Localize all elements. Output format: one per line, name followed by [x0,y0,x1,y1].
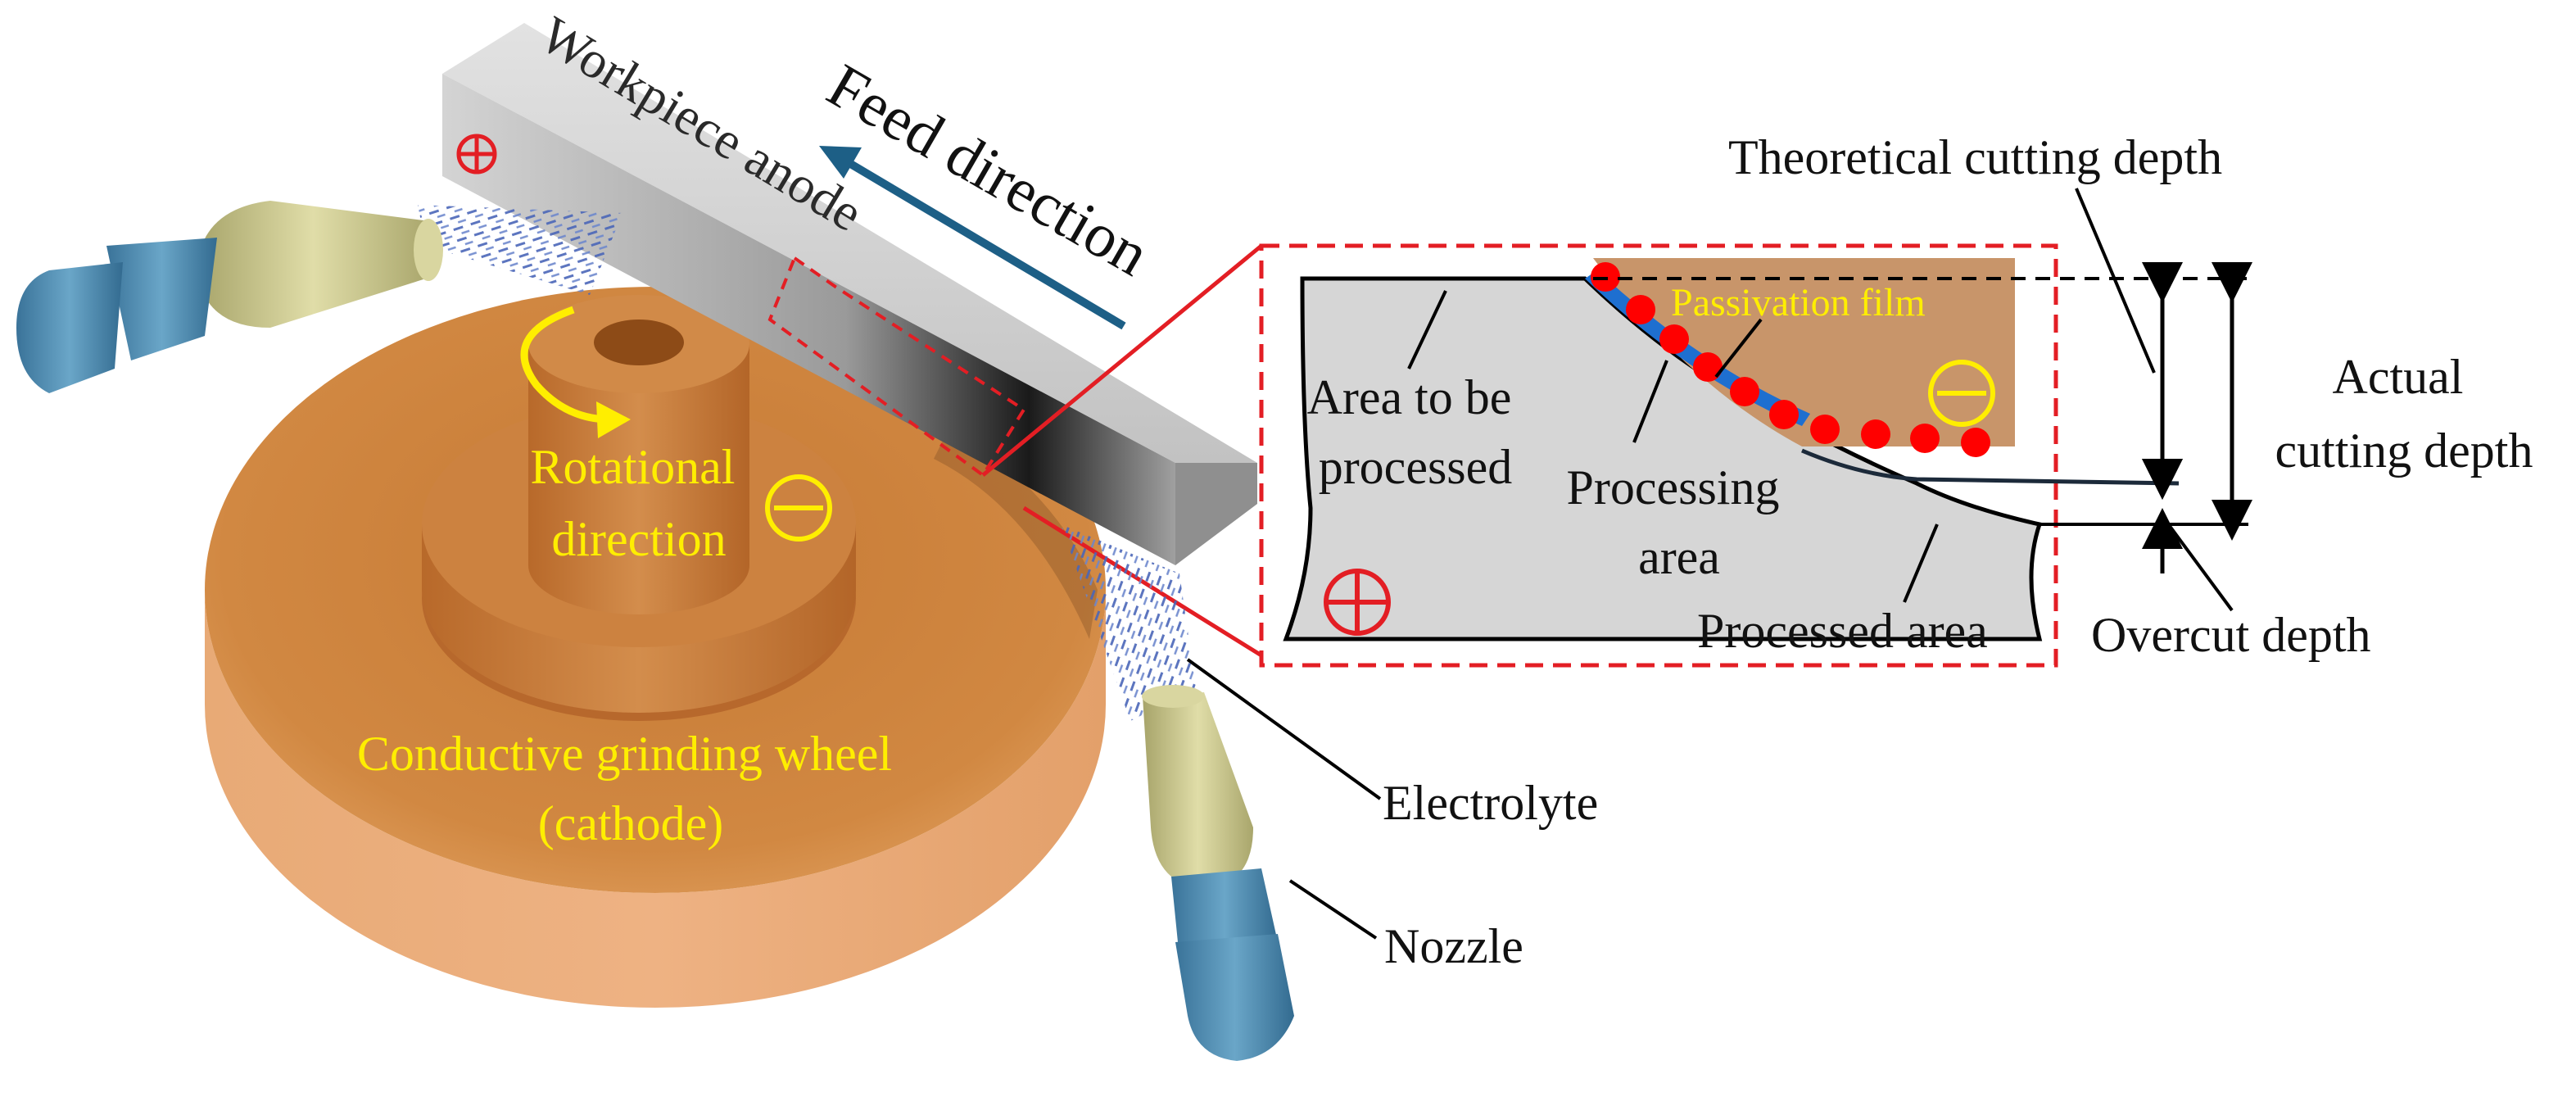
area-to-be-leader [1407,290,1447,369]
rotational-direction-label: Rotational direction [531,440,748,566]
circle-minus-icon [1928,360,1995,427]
workpiece-bar [442,23,1257,565]
grinding-wheel-label: Conductive grinding wheel (cathode) [357,727,904,850]
passivation-dot [1961,428,1990,457]
curved-arrow-icon [520,306,631,438]
processing-area-label: Processing area [1567,460,1792,584]
zoom-region-marker [767,255,1026,478]
passivation-leader [1714,318,1763,378]
hub-bore [594,320,684,365]
overcut-depth-label: Overcut depth [2091,608,2371,662]
processing-area-leader [1632,360,1668,443]
electrolyte-spray-left [418,205,622,295]
nozzle-left [16,201,443,393]
zoom-connector-top [981,244,1263,477]
nozzle-right [1142,685,1294,1061]
workpiece-end [1175,463,1257,565]
grinding-wheel [205,287,1106,1008]
workpiece-front [442,74,1175,565]
passivation-film-label: Passivation film [1671,281,1926,324]
electrolyte-label: Electrolyte [1383,776,1598,830]
wheel-side [205,590,1106,1008]
nozzle-leader [1288,879,1378,940]
processed-area-label: Processed area [1697,604,1988,658]
passivation-dots [1591,262,1990,457]
passivation-dot [1659,324,1689,354]
electrolyte-spray-right [1061,524,1196,721]
hub-cylinder [528,344,749,614]
passivation-dot [1693,352,1723,382]
detail-inset: Area to be processed Processing area Pro… [1259,243,2180,668]
theoretical-leader [2075,188,2156,374]
passivation-dot [1626,295,1655,324]
overcut-leader [2161,514,2234,612]
actual-cutting-depth-label: Actual cutting depth [2275,350,2533,478]
depth-dimensions [1593,188,2252,612]
circle-minus-icon [765,474,832,542]
passivation-dot [1810,415,1840,444]
electrolyte-leader [1186,658,1382,800]
area-to-be-processed-label: Area to be processed [1307,370,1524,494]
nozzle-label: Nozzle [1384,919,1523,973]
passivation-dot [1769,400,1799,429]
theoretical-surface-line [1801,448,2180,486]
processed-area-leader [1903,524,1939,603]
circle-plus-icon [456,134,497,175]
passivation-dot [1910,424,1940,453]
passivation-dot [1861,419,1890,449]
theoretical-cutting-depth-label: Theoretical cutting depth [1728,130,2222,184]
workpiece-top [442,23,1257,463]
feed-direction-arrow [819,146,1126,330]
circle-plus-icon [1324,569,1391,636]
passivation-dot [1730,377,1759,406]
cathode-block [1593,258,2015,446]
